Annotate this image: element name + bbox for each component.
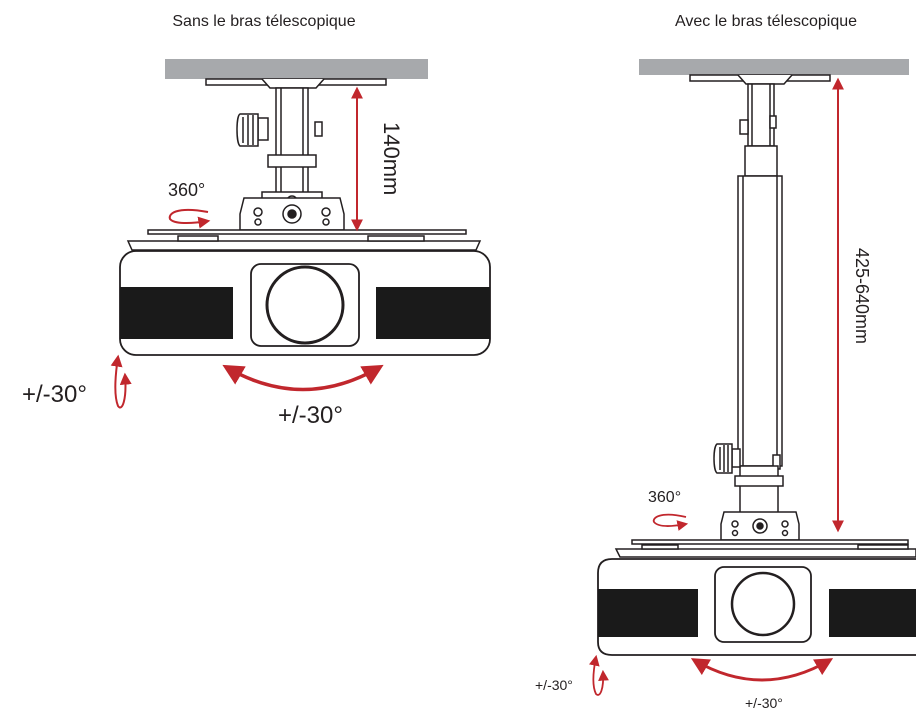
left-tilt-knob <box>236 113 269 147</box>
right-height-label: 425-640mm <box>852 248 872 344</box>
right-rotation-label: 360° <box>648 489 681 506</box>
right-swivel-label: +/-30° <box>745 695 783 711</box>
left-ceiling <box>165 59 428 79</box>
right-rotation-arrow <box>652 513 689 531</box>
left-rotation-label: 360° <box>168 180 205 200</box>
left-rotation-arrow <box>168 208 211 229</box>
right-tilt-label: +/-30° <box>535 677 573 693</box>
right-tilt-arrow <box>589 654 609 696</box>
right-projector-top <box>614 539 916 558</box>
left-adapter-plate <box>239 197 345 231</box>
left-caption: Sans le bras télescopique <box>172 13 355 30</box>
left-panel: Sans le bras télescopique <box>22 13 491 429</box>
right-swivel-arrow <box>690 658 834 682</box>
left-projector-top <box>126 229 482 251</box>
right-adapter-plate <box>720 511 800 541</box>
right-ceiling <box>639 59 909 75</box>
left-height-label: 140mm <box>379 122 404 195</box>
left-tilt-arrow <box>110 354 132 409</box>
left-mount-column <box>261 87 323 213</box>
left-swivel-arrow <box>222 364 384 392</box>
right-projector-body <box>597 558 916 656</box>
right-telescopic-column <box>734 83 784 517</box>
right-caption: Avec le bras télescopique <box>675 13 857 30</box>
left-projector-body <box>119 250 491 356</box>
right-tilt-knob <box>713 443 741 474</box>
right-panel: Avec le bras télescopique <box>535 13 916 711</box>
left-swivel-label: +/-30° <box>278 402 343 429</box>
left-tilt-label: +/-30° <box>22 381 87 408</box>
